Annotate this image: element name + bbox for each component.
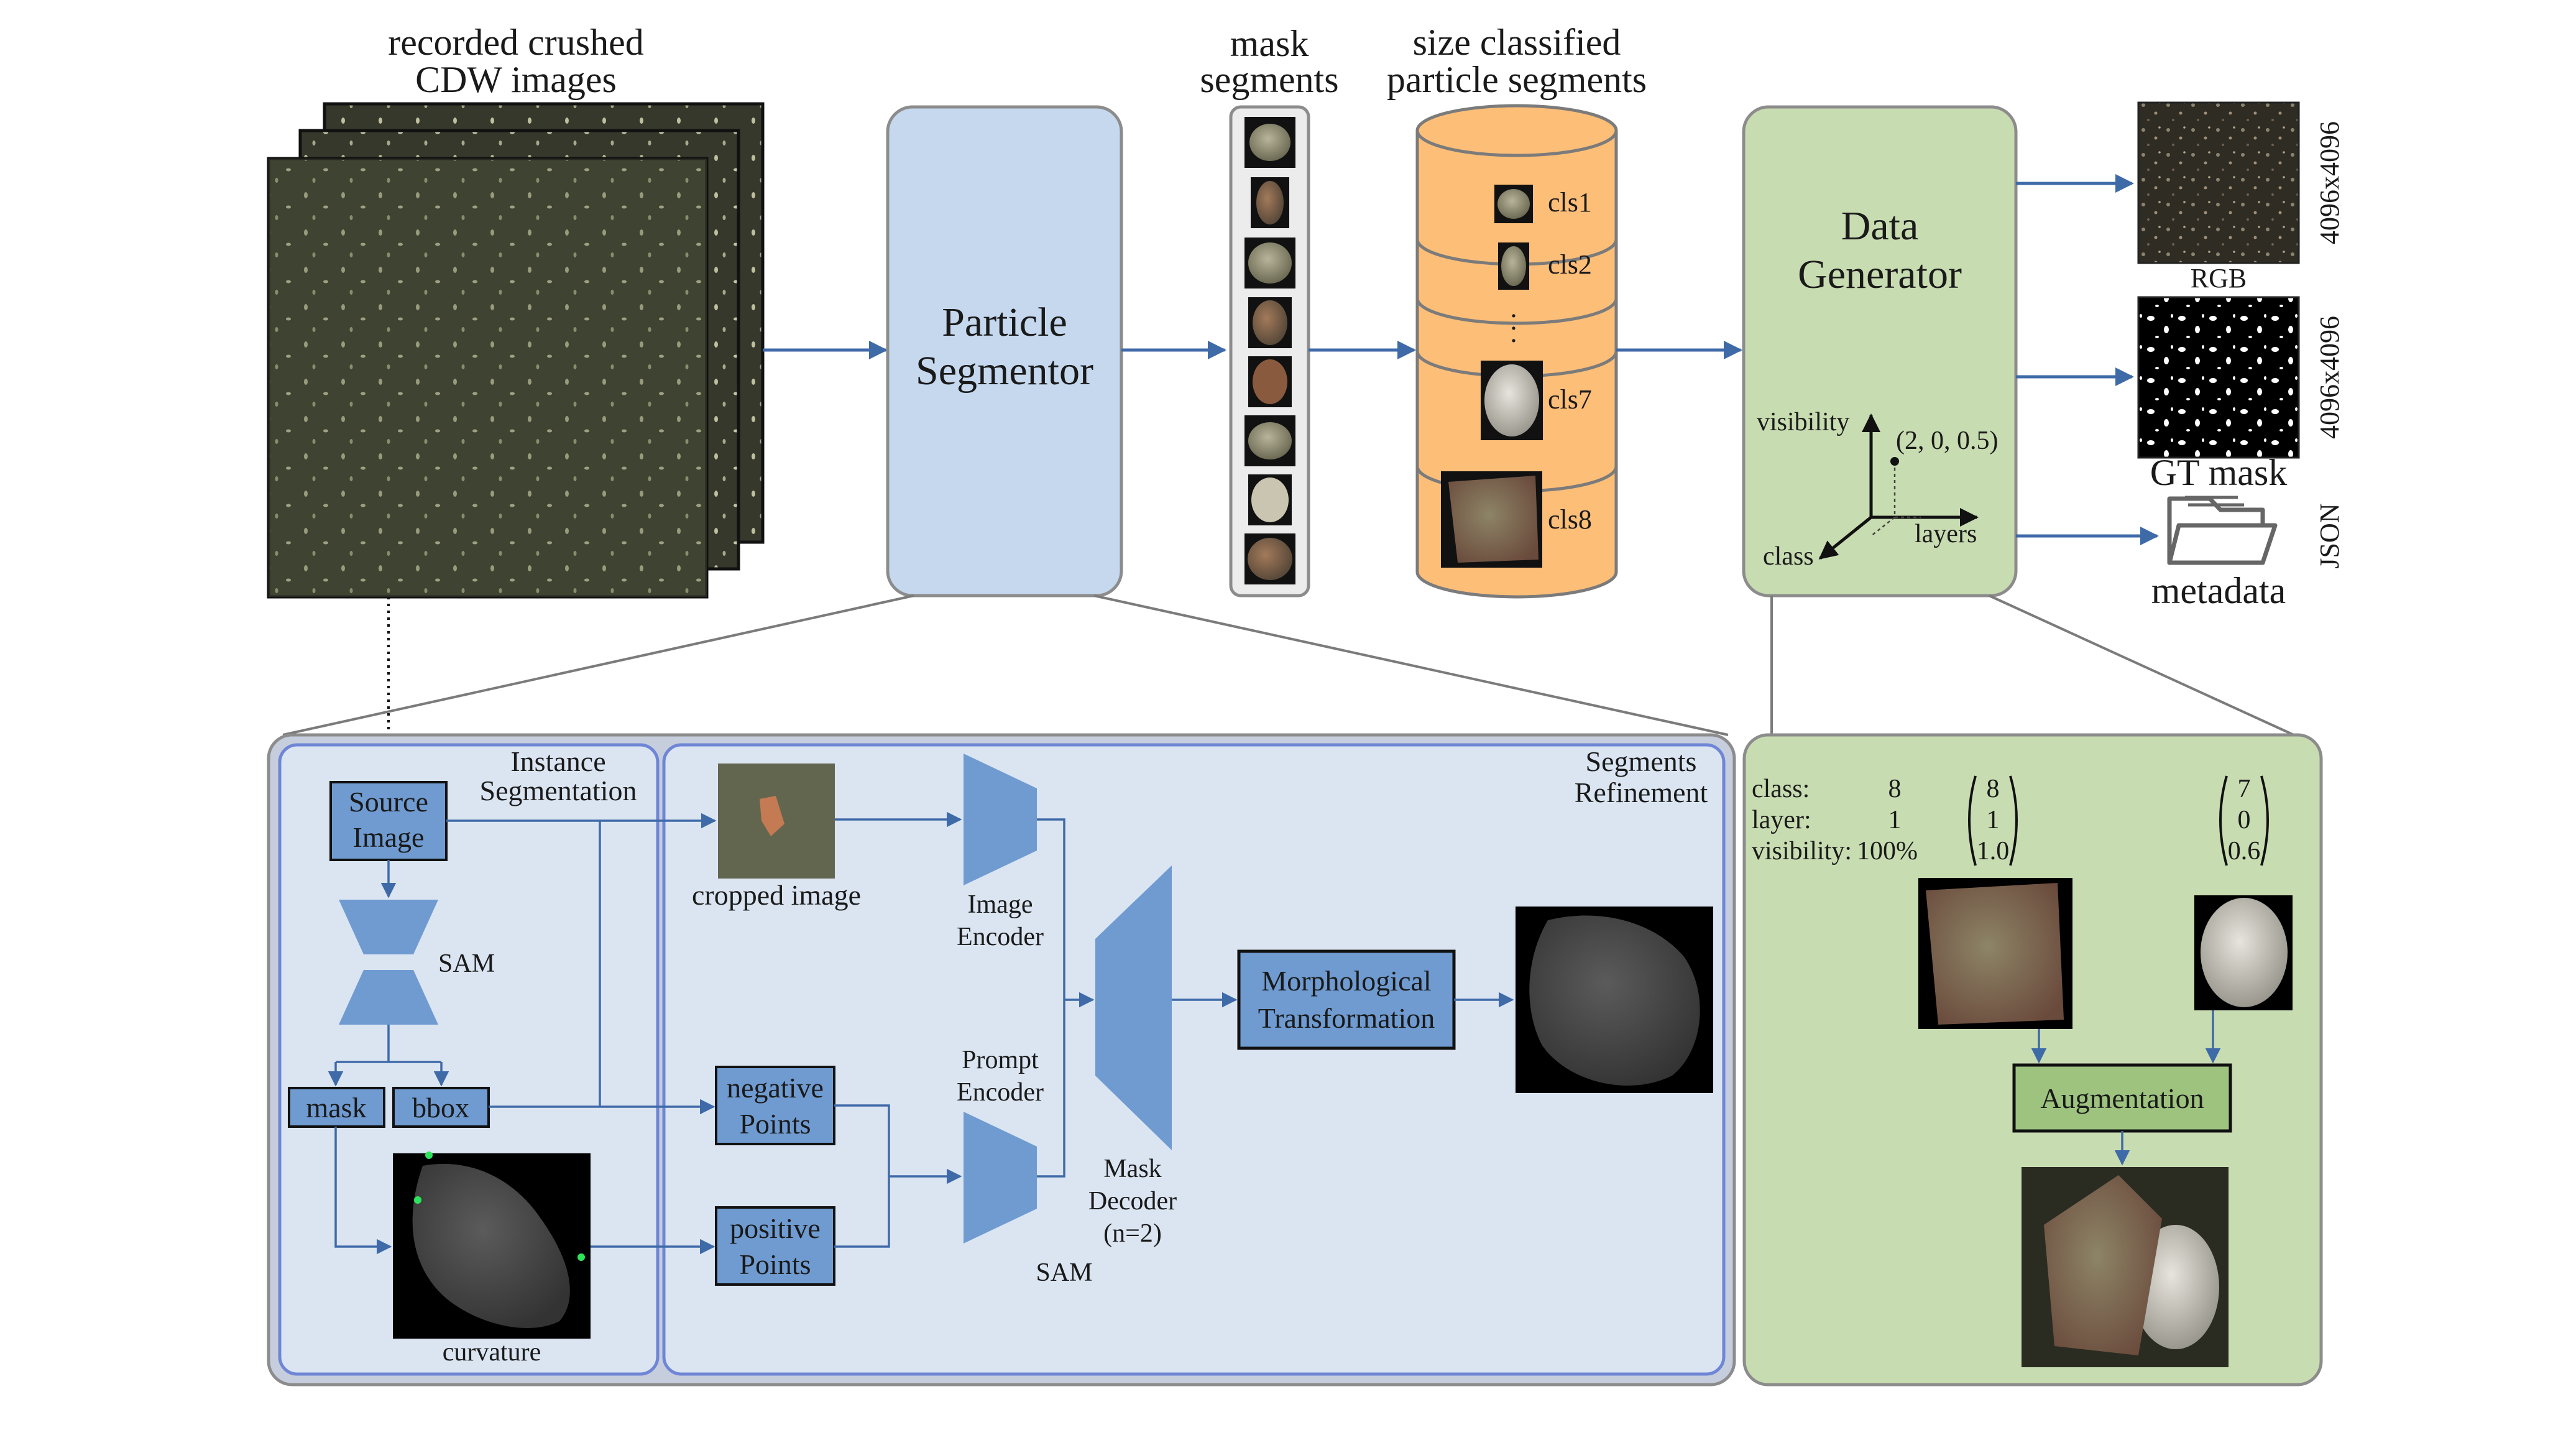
- mask-dimension-label: 4096x4096: [2314, 316, 2345, 439]
- mask-decoder-shape: [1095, 865, 1172, 1150]
- decoder-label-line1: Mask: [1103, 1155, 1161, 1183]
- line-image-encoder-out: [1037, 818, 1065, 1000]
- axis-layers-label: layers: [1915, 520, 1977, 548]
- generator-label-line1: Data: [1841, 203, 1919, 249]
- rgb-output-image: [2137, 101, 2300, 264]
- refinement-title-line1: Segments: [1586, 745, 1697, 777]
- vec2-class: 7: [2238, 775, 2251, 803]
- vec1-class: 8: [1987, 775, 2000, 803]
- param-vector-1: [1968, 775, 2018, 866]
- param-visibility-value: 100%: [1857, 837, 1918, 865]
- segmentor-label-line1: Particle: [942, 300, 1067, 345]
- refinement-title-line2: Refinement: [1575, 777, 1708, 808]
- augmentation-label: Augmentation: [2040, 1082, 2204, 1114]
- vec2-layer: 0: [2238, 806, 2251, 834]
- parameter-axes: [1818, 413, 1979, 560]
- negative-points-box: [715, 1066, 835, 1145]
- sam-label-instance: SAM: [438, 949, 495, 978]
- json-label: JSON: [2314, 503, 2345, 568]
- class-label-cls2: cls2: [1548, 249, 1592, 280]
- sam-decoder-shape: [339, 970, 438, 1025]
- axis-point-label: (2, 0, 0.5): [1896, 427, 1998, 455]
- zoom-line-left: [282, 594, 914, 736]
- cdw-title-line1: recorded crushed: [388, 22, 643, 63]
- gt-mask-label: GT mask: [2150, 452, 2288, 493]
- prompt-encoder-label-line1: Prompt: [962, 1046, 1039, 1074]
- class-label-cls1: cls1: [1548, 187, 1592, 218]
- data-generator-box: [1742, 105, 2018, 598]
- class-label-cls7: cls7: [1548, 384, 1592, 415]
- image-encoder-shape: [964, 754, 1037, 885]
- mask-segments-title-line2: segments: [1200, 59, 1338, 100]
- generator-label-line2: Generator: [1798, 252, 1962, 297]
- mask-segments-strip: [1229, 105, 1310, 598]
- axis-class-label: class: [1763, 542, 1814, 571]
- param-class-value: 8: [1888, 775, 1902, 803]
- param-visibility-label: visibility:: [1752, 837, 1852, 865]
- param-vector-2: [2219, 775, 2269, 866]
- rgb-label: RGB: [2191, 263, 2247, 293]
- curvature-label: curvature: [443, 1338, 541, 1367]
- class-label-cls8: cls8: [1548, 504, 1592, 535]
- image-encoder-label-line1: Image: [968, 890, 1033, 919]
- morphological-transformation-box: [1237, 949, 1456, 1050]
- param-class-label: class:: [1752, 775, 1810, 803]
- arrow-mask-to-curvature: [334, 1127, 392, 1255]
- positive-label-line1: positive: [730, 1212, 821, 1244]
- bbox-label: bbox: [412, 1092, 469, 1124]
- mask-label: mask: [306, 1092, 366, 1124]
- folder-icon: [2167, 496, 2278, 565]
- prompt-encoder-label-line2: Encoder: [957, 1078, 1044, 1107]
- bbox-box: [392, 1087, 490, 1128]
- classified-segments-cylinder: [1415, 104, 1618, 599]
- metadata-label: metadata: [2151, 570, 2286, 611]
- mask-segments-title-line1: mask: [1230, 23, 1309, 64]
- segments-refinement-panel: [662, 743, 1726, 1376]
- axis-visibility-label: visibility: [1757, 408, 1849, 436]
- classified-title-line2: particle segments: [1387, 59, 1647, 100]
- vec1-layer: 1: [1987, 806, 2000, 834]
- negative-label-line1: negative: [727, 1072, 824, 1104]
- source-image-box: [329, 781, 448, 861]
- segmentor-label-line2: Segmentor: [916, 348, 1093, 394]
- gt-mask-output-image: [2137, 296, 2300, 459]
- param-layer-value: 1: [1888, 806, 1902, 834]
- morph-label-line1: Morphological: [1261, 965, 1431, 997]
- class-ellipsis-3: .: [1511, 318, 1517, 348]
- cropped-label: cropped image: [692, 879, 861, 911]
- source-label-line2: Image: [353, 821, 425, 853]
- decoder-label-line3: (n=2): [1103, 1219, 1162, 1248]
- image-encoder-label-line2: Encoder: [957, 923, 1044, 951]
- positive-label-line2: Points: [739, 1248, 811, 1280]
- positive-points-box: [715, 1206, 835, 1286]
- vec1-visibility: 1.0: [1977, 837, 2010, 865]
- zoom-line-right: [1093, 594, 1729, 736]
- prompt-encoder-shape: [964, 1112, 1037, 1244]
- param-layer-label: layer:: [1752, 806, 1811, 834]
- instance-title-line2: Segmentation: [480, 775, 637, 806]
- cdw-image-stack: [267, 102, 765, 599]
- decoder-label-line2: Decoder: [1088, 1187, 1177, 1216]
- sam-encoder-shape: [339, 900, 438, 954]
- class-ellipsis-1: .: [1511, 293, 1517, 323]
- sam-label-refinement: SAM: [1036, 1258, 1092, 1287]
- negative-label-line2: Points: [739, 1108, 811, 1140]
- morph-label-line2: Transformation: [1258, 1002, 1435, 1034]
- vec2-visibility: 0.6: [2228, 837, 2261, 865]
- class-ellipsis-2: .: [1511, 305, 1517, 336]
- cdw-title-line2: CDW images: [415, 59, 617, 100]
- mask-box: [288, 1087, 385, 1128]
- rgb-dimension-label: 4096x4096: [2314, 121, 2345, 244]
- source-label-line1: Source: [349, 786, 428, 818]
- line-prompt-encoder-out: [1037, 1000, 1065, 1178]
- zoom-line-gen-right: [1989, 594, 2294, 736]
- classified-title-line1: size classified: [1413, 22, 1621, 63]
- instance-title-line1: Instance: [510, 745, 605, 777]
